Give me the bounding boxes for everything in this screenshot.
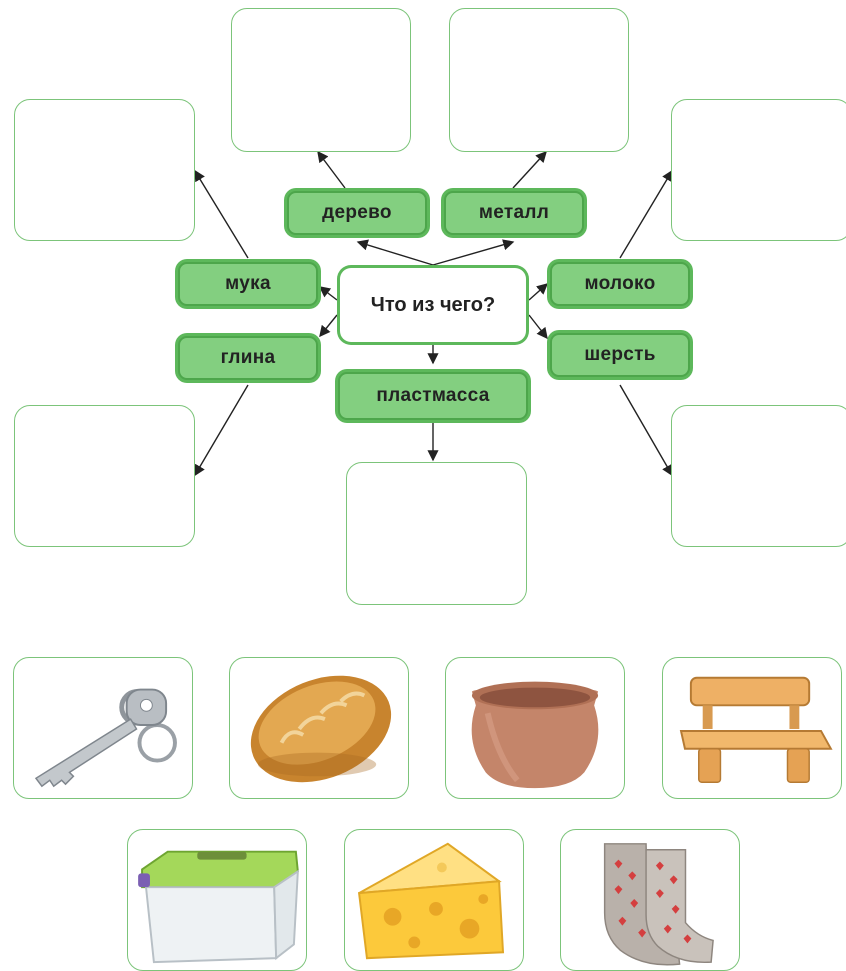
answer-box-clay[interactable] bbox=[14, 405, 195, 547]
center-question: Что из чего? bbox=[337, 265, 529, 345]
center-question-label: Что из чего? bbox=[340, 268, 526, 342]
card-key[interactable] bbox=[13, 657, 193, 799]
material-wood-label: дерево bbox=[287, 191, 427, 235]
key-icon bbox=[34, 688, 177, 788]
card-pot[interactable] bbox=[445, 657, 625, 799]
answer-box-flour[interactable] bbox=[14, 99, 195, 241]
answer-box-metal[interactable] bbox=[449, 8, 629, 152]
material-plastic-label: пластмасса bbox=[338, 372, 528, 420]
answer-box-milk[interactable] bbox=[671, 99, 846, 241]
material-flour: мука bbox=[175, 259, 321, 309]
card-cheese[interactable] bbox=[344, 829, 524, 971]
bread-icon bbox=[250, 675, 392, 783]
material-wool: шерсть bbox=[547, 330, 693, 380]
answer-box-wool[interactable] bbox=[671, 405, 846, 547]
card-bench[interactable] bbox=[662, 657, 842, 799]
card-container[interactable] bbox=[127, 829, 307, 971]
card-bread[interactable] bbox=[229, 657, 409, 799]
plastic-container-icon bbox=[138, 850, 299, 964]
material-clay-label: глина bbox=[178, 336, 318, 380]
material-wood: дерево bbox=[284, 188, 430, 238]
material-metal: металл bbox=[441, 188, 587, 238]
material-wool-label: шерсть bbox=[550, 333, 690, 377]
material-clay: глина bbox=[175, 333, 321, 383]
material-flour-label: мука bbox=[178, 262, 318, 306]
cheese-icon bbox=[357, 842, 505, 960]
wooden-bench-icon bbox=[679, 676, 833, 783]
answer-box-plastic[interactable] bbox=[346, 462, 527, 605]
material-plastic: пластмасса bbox=[335, 369, 531, 423]
card-socks[interactable] bbox=[560, 829, 740, 971]
material-metal-label: металл bbox=[444, 191, 584, 235]
wool-socks-icon bbox=[603, 843, 714, 966]
clay-pot-icon bbox=[471, 681, 599, 789]
answer-box-wood[interactable] bbox=[231, 8, 411, 152]
material-milk: молоко bbox=[547, 259, 693, 309]
material-milk-label: молоко bbox=[550, 262, 690, 306]
